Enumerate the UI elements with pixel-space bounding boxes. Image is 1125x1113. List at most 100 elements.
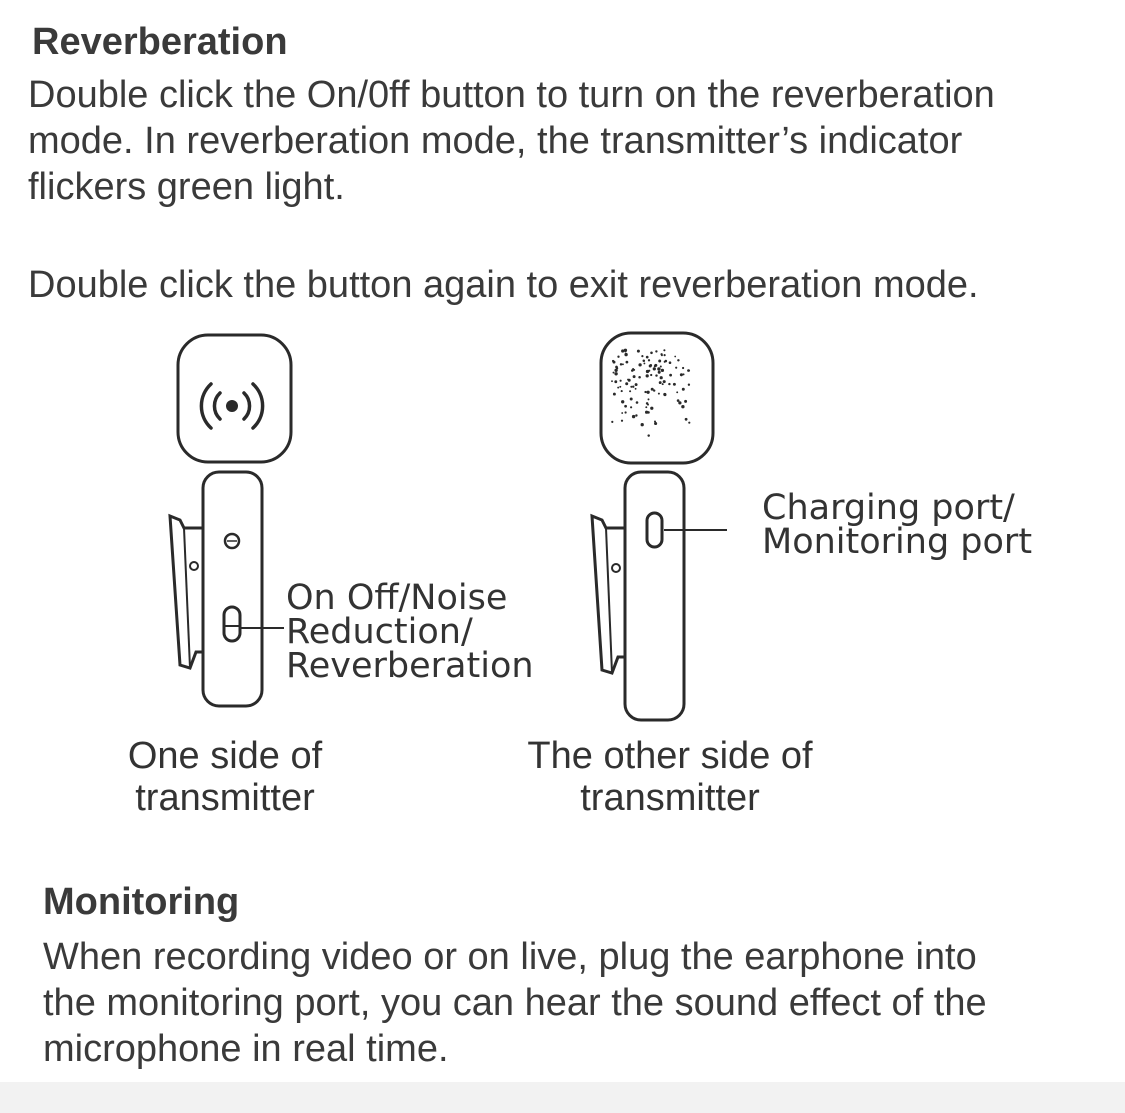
left-transmitter-illustration <box>168 333 293 708</box>
reverberation-heading: Reverberation <box>32 21 288 63</box>
paragraph-line: mode. In reverberation mode, the transmi… <box>28 120 963 162</box>
mesh-dot <box>636 349 640 353</box>
on-off-button-callout: On Off/Noise Reduction/ Reverberation <box>286 578 534 686</box>
caption-line: transmitter <box>135 777 315 819</box>
paragraph-line: microphone in real time. <box>43 1028 449 1070</box>
mesh-dot <box>674 355 677 358</box>
wireless-symbol-icon <box>199 382 265 430</box>
mesh-dot <box>658 359 662 363</box>
left-indicator-light <box>223 532 241 550</box>
right-clip <box>590 513 625 675</box>
mesh-dot <box>658 381 662 385</box>
mesh-dot <box>634 387 637 390</box>
mesh-dot <box>635 414 638 417</box>
mesh-dot <box>688 421 691 424</box>
mesh-dot <box>619 379 622 382</box>
mesh-dot <box>660 353 663 356</box>
mesh-dot <box>640 423 644 427</box>
left-clip-inner <box>183 527 191 669</box>
mesh-dot <box>654 421 658 426</box>
mesh-dot <box>631 369 634 372</box>
paragraph-line: When recording video or on live, plug th… <box>43 936 977 978</box>
mesh-dot <box>663 393 667 397</box>
paragraph-line: Double click the button again to exit re… <box>28 264 979 306</box>
transmitter-diagram <box>168 331 727 722</box>
mesh-dot <box>645 406 648 409</box>
mesh-dot <box>647 403 649 406</box>
mesh-dot <box>632 375 636 379</box>
reverberation-paragraph: Double click the On/0ff button to turn o… <box>28 72 995 210</box>
on-off-button-shape <box>222 605 242 643</box>
mesh-dot <box>611 380 613 383</box>
mesh-dot <box>663 349 666 352</box>
mesh-dot <box>672 382 676 386</box>
mesh-dot <box>615 365 618 369</box>
mesh-dot <box>653 389 656 392</box>
monitoring-heading: Monitoring <box>43 881 240 923</box>
mesh-dot <box>635 401 639 404</box>
mesh-dot <box>642 359 646 363</box>
mesh-dot <box>677 359 680 362</box>
right-clip-inner <box>605 527 613 674</box>
callout-line: Reverberation <box>286 646 534 686</box>
mesh-dot <box>611 420 614 423</box>
mesh-dot <box>630 406 633 409</box>
mesh-dot <box>659 365 662 368</box>
mesh-dot <box>634 383 638 387</box>
mesh-dot <box>669 373 672 377</box>
mesh-dot <box>621 400 625 404</box>
mesh-dot <box>612 371 615 374</box>
mesh-dot <box>625 382 629 386</box>
mesh-dot <box>650 406 654 410</box>
mesh-dot <box>617 386 620 389</box>
left-clip-hinge <box>189 561 199 571</box>
callout-line: Reduction/ <box>286 612 473 652</box>
mesh-dot <box>630 385 633 388</box>
mesh-dot <box>638 363 642 367</box>
right-mic-head <box>599 331 715 465</box>
mesh-dot <box>649 363 653 367</box>
mesh-dot <box>684 417 688 421</box>
mesh-dot <box>653 365 656 368</box>
mesh-dot <box>627 378 629 381</box>
paragraph-line: the monitoring port, you can hear the so… <box>43 982 987 1024</box>
mesh-dot <box>641 355 644 358</box>
mesh-dot <box>629 397 633 401</box>
mesh-dot <box>614 372 618 376</box>
left-transmitter-body <box>201 470 264 708</box>
mesh-dot <box>668 382 671 386</box>
mesh-dot <box>676 391 679 394</box>
mesh-dot <box>657 392 660 395</box>
mesh-dot <box>681 387 685 391</box>
mesh-dot <box>657 370 661 374</box>
mesh-dot <box>663 360 666 363</box>
left-mic-head <box>176 333 293 464</box>
mesh-dot <box>650 351 653 355</box>
mesh-dot <box>682 366 685 370</box>
mesh-dot <box>681 405 685 409</box>
mesh-dot <box>662 380 666 384</box>
callout-line: On Off/Noise <box>286 578 508 618</box>
mesh-dot <box>624 404 627 408</box>
mesh-dot <box>617 355 620 358</box>
right-transmitter-illustration <box>590 331 727 722</box>
mesh-dot <box>611 359 615 363</box>
mesh-dot <box>652 367 656 371</box>
mesh-dot <box>650 387 654 391</box>
manual-page: Reverberation Double click the On/0ff bu… <box>0 0 1125 1082</box>
mesh-dot <box>621 363 624 366</box>
mesh-dot <box>655 374 658 377</box>
mesh-dot <box>687 369 691 372</box>
right-clip-hinge <box>611 563 621 573</box>
mesh-dot <box>678 401 682 405</box>
mesh-dot <box>619 385 622 388</box>
mesh-dot <box>647 359 651 362</box>
mesh-dot <box>668 361 672 365</box>
mesh-dot <box>644 390 647 394</box>
mesh-dot <box>621 349 625 353</box>
mesh-dot <box>645 369 649 373</box>
callout-line: Charging port/ <box>762 488 1015 528</box>
mesh-dot <box>679 373 683 377</box>
mesh-dot <box>612 392 616 396</box>
mesh-dot <box>614 380 618 384</box>
